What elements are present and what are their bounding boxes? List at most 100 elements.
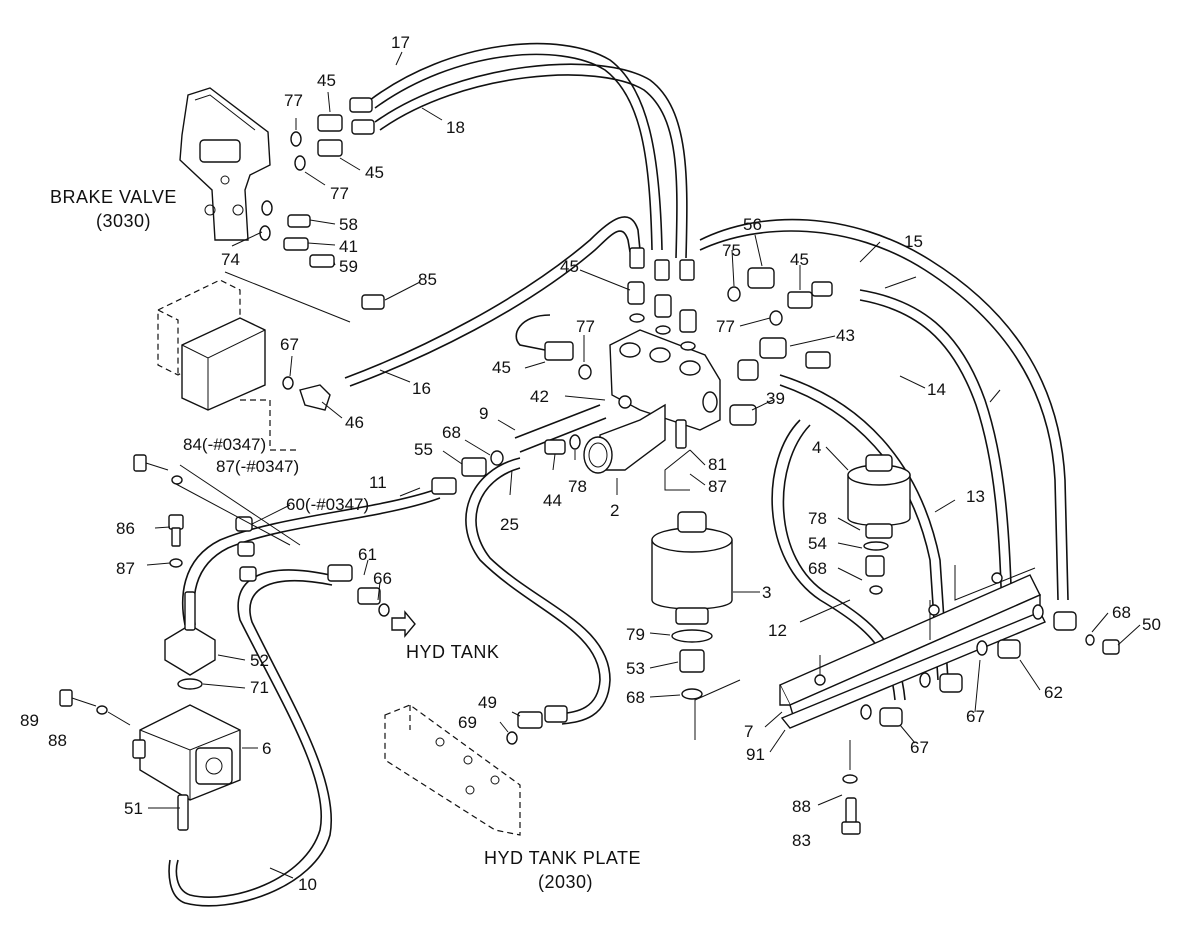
callout-59: 59 [339,257,358,276]
hose-9 [514,404,601,439]
callout-18: 18 [446,118,465,137]
leader-lines [107,51,1141,879]
callout-numbers: 17 18 45 45 77 77 58 41 59 74 85 67 46 1… [20,33,1161,894]
hose-18 [374,63,688,259]
text-labels: BRAKE VALVE (3030) HYD TANK HYD TANK PLA… [50,187,641,892]
dashed-mount-block [157,271,351,451]
hose-15-b [699,230,1059,601]
callout-71: 71 [250,678,269,697]
callout-88: 88 [48,731,67,750]
callout-45: 45 [365,163,384,182]
callout-43: 43 [836,326,855,345]
callout-67: 67 [910,738,929,757]
callout-77: 77 [284,91,303,110]
hose-15 [699,218,1069,601]
hose-17 [369,42,663,251]
manifold-block [694,565,1120,835]
callout-85: 85 [418,270,437,289]
callout-78: 78 [568,477,587,496]
callout-7: 7 [744,722,753,741]
hose-25-b [475,467,611,725]
hose-17-b [374,53,653,251]
callout-50: 50 [1142,615,1161,634]
callout-44: 44 [543,491,562,510]
callout-56: 56 [743,215,762,234]
callout-69: 69 [458,713,477,732]
callout-10: 10 [298,875,317,894]
callout-87: 87 [708,477,727,496]
hose-25 [465,457,601,715]
hyd-tank-plate-title: HYD TANK PLATE [484,848,641,868]
callout-84: 84(-#0347) [183,435,266,454]
callout-42: 42 [530,387,549,406]
callout-16: 16 [412,379,431,398]
callout-75: 75 [722,241,741,260]
callout-77: 77 [576,317,595,336]
callout-83: 83 [792,831,811,850]
callout-67: 67 [280,335,299,354]
callout-74: 74 [221,250,240,269]
callout-45: 45 [492,358,511,377]
hyd-tank-plate [384,704,568,836]
callout-81: 81 [708,455,727,474]
brake-valve-title: BRAKE VALVE [50,187,177,207]
callout-61: 61 [358,545,377,564]
callout-25: 25 [500,515,519,534]
callout-87: 87(-#0347) [216,457,299,476]
callout-9: 9 [479,404,488,423]
callout-52: 52 [250,651,269,670]
hose-small-45 [515,314,551,351]
callout-46: 46 [345,413,364,432]
control-valve [461,247,833,477]
callout-11: 11 [369,473,387,492]
callout-78: 78 [808,509,827,528]
callout-54: 54 [808,534,827,553]
callout-68: 68 [626,688,645,707]
hose-14 [859,289,1013,621]
hose-18-b [379,74,678,259]
hose-10-b [168,579,333,907]
hose-13 [779,374,949,681]
callout-15: 15 [904,232,923,251]
callout-6: 6 [262,739,271,758]
callout-68: 68 [808,559,827,578]
callout-79: 79 [626,625,645,644]
brake-valve-assembly [179,87,271,241]
callout-66: 66 [373,569,392,588]
callout-77: 77 [716,317,735,336]
callout-45: 45 [560,257,579,276]
callout-68: 68 [1112,603,1131,622]
callout-86: 86 [116,519,135,538]
callout-51: 51 [124,799,143,818]
hose-16 [344,216,641,379]
callout-68: 68 [442,423,461,442]
hose-16-b [349,230,631,387]
callout-13: 13 [966,487,985,506]
hose-9-b [519,417,607,453]
callout-89: 89 [20,711,39,730]
callout-3: 3 [762,583,771,602]
hose-13-b [779,384,939,681]
callout-87: 87 [116,559,135,578]
callout-2: 2 [610,501,619,520]
hyd-tank-label: HYD TANK [406,642,499,662]
callout-39: 39 [766,389,785,408]
pump-assembly [59,376,457,831]
hose-11 [181,487,441,626]
callout-60: 60(-#0347) [286,495,369,514]
callout-49: 49 [478,693,497,712]
callout-91: 91 [746,745,765,764]
callout-14: 14 [927,380,946,399]
brake-fittings [259,97,385,310]
callout-67: 67 [966,707,985,726]
callout-88: 88 [792,797,811,816]
callout-45: 45 [317,71,336,90]
filter-4 [847,454,911,595]
hose-11-b [193,497,441,626]
filter-3 [651,511,733,700]
callout-77: 77 [330,184,349,203]
hose-10 [175,569,331,898]
hose-14-b [859,299,1003,621]
callout-58: 58 [339,215,358,234]
